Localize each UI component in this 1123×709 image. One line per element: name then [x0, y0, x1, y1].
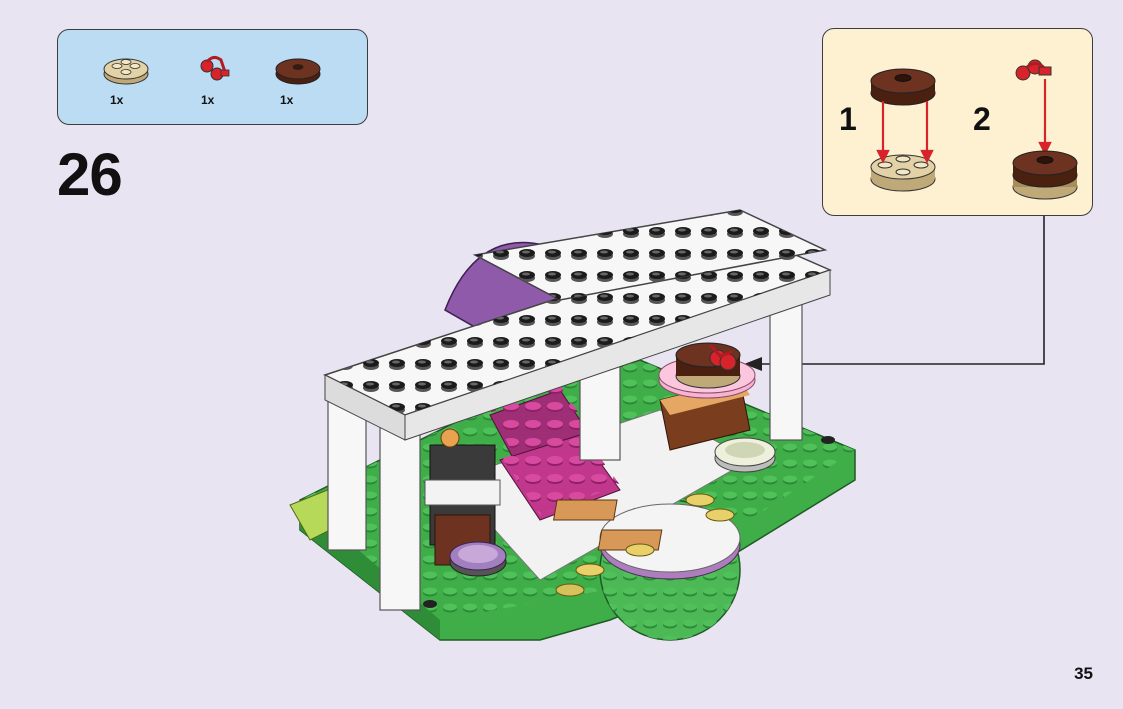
cake-stack-icon — [1012, 150, 1078, 200]
pastry-counter — [552, 493, 741, 597]
step-number: 26 — [57, 141, 123, 208]
part-red-cherry: 1x — [191, 44, 261, 114]
tan-plate-icon — [870, 154, 936, 192]
main-model-drawing — [289, 209, 856, 641]
sub-assembly-panel: 1 2 — [822, 28, 1093, 216]
sub-assembly-drawing — [870, 59, 1078, 200]
purple-round-tile — [449, 541, 507, 577]
part-qty: 1x — [110, 93, 124, 107]
part-qty: 1x — [280, 93, 294, 107]
callout-arrowhead-icon — [744, 357, 762, 371]
tan-round-plate-icon — [103, 58, 149, 85]
part-brown-round-plate: 1x — [270, 44, 340, 114]
sub-step-label-2: 2 — [973, 101, 991, 137]
round-cream-tile — [714, 437, 776, 473]
down-arrow-icon — [1038, 79, 1052, 156]
white-roof — [323, 209, 833, 441]
parts-list-panel: 1x 1x 1x — [57, 29, 368, 125]
part-tan-round-plate: 1x — [100, 44, 170, 114]
red-cherry-icon — [200, 55, 230, 81]
brown-plate-icon — [870, 68, 936, 106]
brown-round-plate-icon — [275, 58, 321, 85]
cherry-icon — [1015, 59, 1052, 81]
page-number: 35 — [1074, 664, 1093, 683]
sub-step-label-1: 1 — [839, 101, 857, 137]
oven-unit — [424, 428, 501, 566]
down-arrow-icon — [876, 101, 934, 164]
base-studs — [423, 436, 835, 608]
part-qty: 1x — [201, 93, 215, 107]
cake-stand — [658, 342, 756, 451]
